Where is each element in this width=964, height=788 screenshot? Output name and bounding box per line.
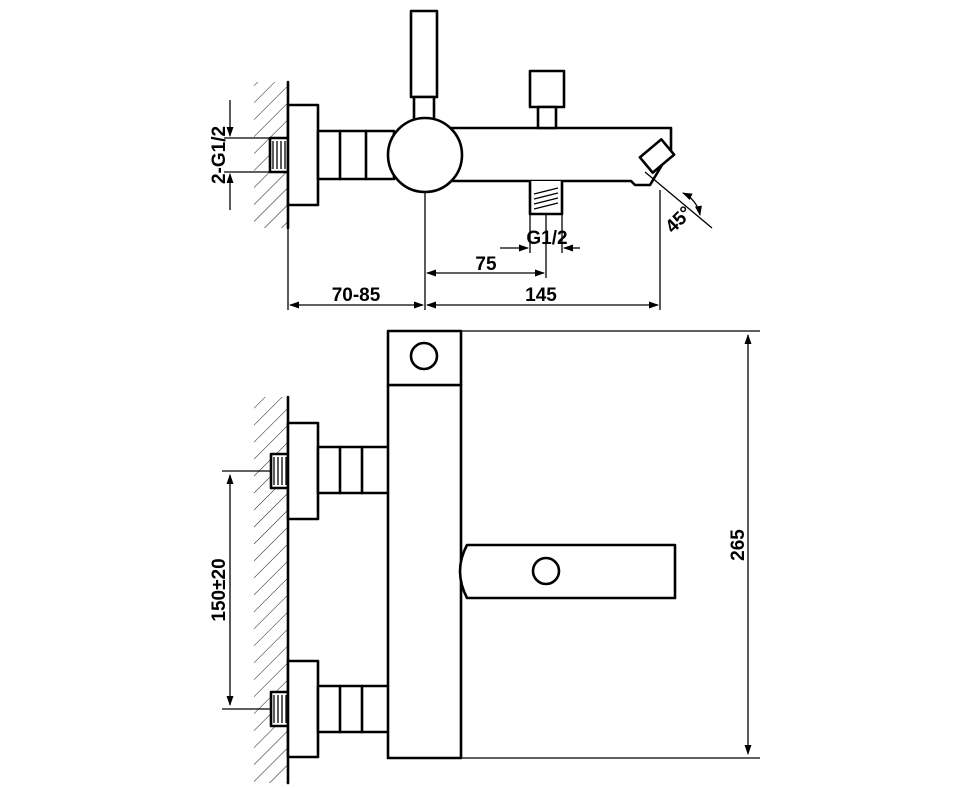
top-outlet-nipple	[528, 181, 564, 216]
front-top-knob	[386, 329, 463, 387]
front-spout	[458, 543, 677, 600]
top-mixer-body	[386, 116, 464, 194]
top-handshower-handle	[409, 9, 439, 99]
top-spout	[423, 126, 673, 187]
top-connector	[316, 129, 396, 181]
dim-outlet-thread: G1/2	[526, 228, 567, 249]
front-view: 150±20 265	[209, 329, 760, 785]
dim-inlet-thread: 2-G1/2	[209, 126, 230, 184]
dim-outlet-offset: 75	[475, 254, 497, 275]
front-spout-outlet	[531, 556, 561, 586]
dim-spout-angle: 45°	[662, 203, 697, 238]
top-diverter-stem	[536, 105, 558, 130]
dim-inlet-spacing: 150±20	[209, 558, 230, 621]
top-escutcheon	[286, 103, 320, 207]
top-aerator	[638, 138, 676, 174]
dim-wall-distance: 70-85	[332, 285, 381, 306]
front-top-knob-hole	[409, 341, 439, 371]
top-view: 2-G1/2 G1/2 75 70-85 145 45°	[209, 9, 713, 310]
dim-overall-height: 265	[728, 529, 749, 561]
front-upper-escutcheon	[286, 421, 320, 521]
front-lower-escutcheon	[286, 659, 320, 759]
dim-spout-reach: 145	[525, 285, 557, 306]
top-inlet-thread	[268, 136, 290, 174]
top-diverter-knob	[528, 69, 566, 109]
front-body-column	[386, 383, 463, 760]
